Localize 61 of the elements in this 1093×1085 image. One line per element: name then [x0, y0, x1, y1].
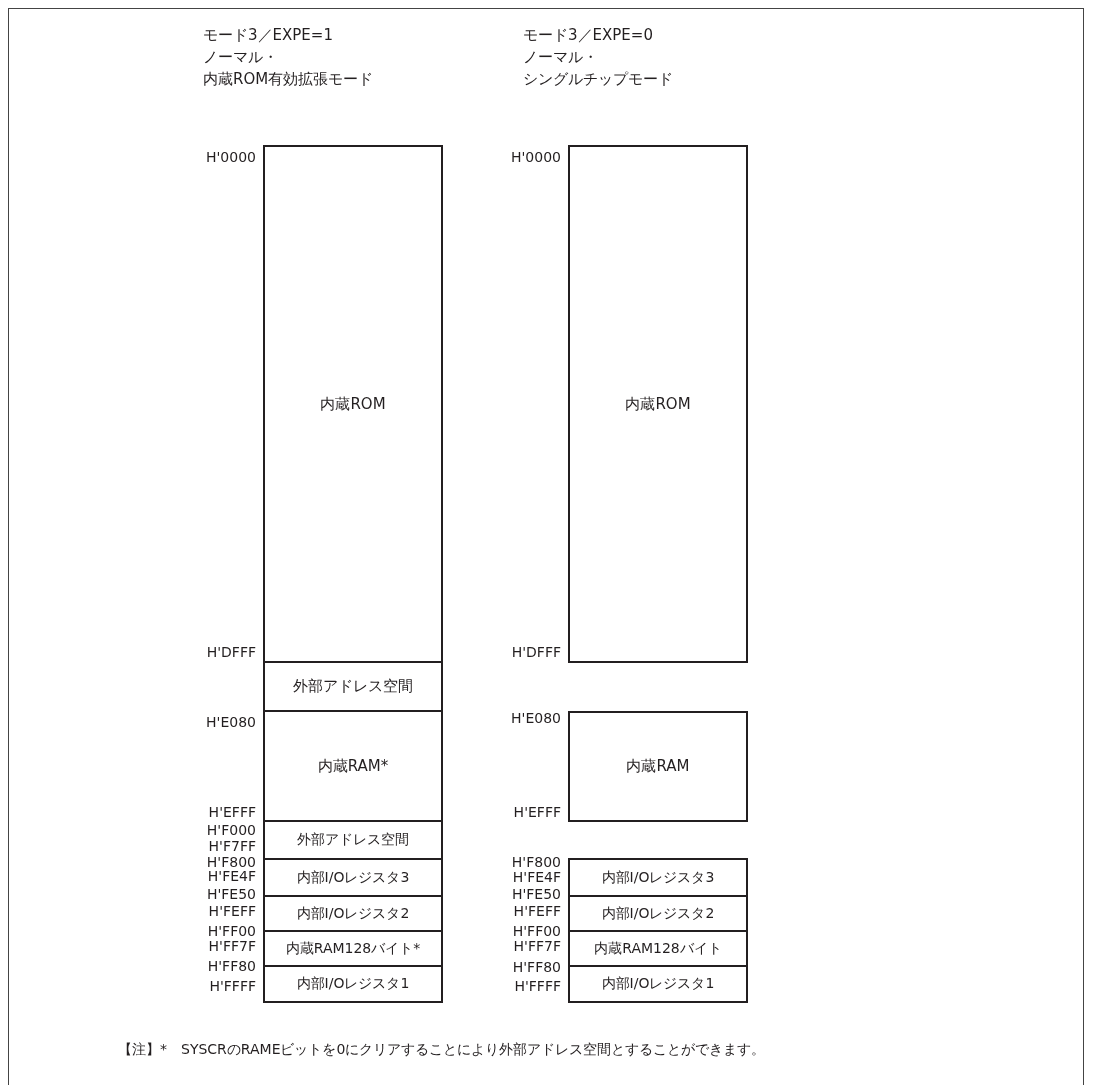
- memory-region-box: [263, 710, 443, 822]
- address-label: H'EFFF: [513, 804, 561, 820]
- memory-region-box: [263, 858, 443, 897]
- address-label: H'EFFF: [208, 804, 256, 820]
- region-label: 内蔵RAM128バイト: [594, 939, 722, 958]
- address-label: H'E080: [206, 714, 256, 730]
- address-label: H'FFFF: [514, 978, 561, 994]
- region-label: 内部I/Oレジスタ1: [296, 975, 410, 993]
- address-label: H'F800: [206, 854, 256, 870]
- address-label: H'FEFF: [208, 903, 256, 919]
- footnote: 【注】* SYSCRのRAMEビットを0にクリアすることにより外部アドレス空間とすることができます。: [118, 1041, 766, 1059]
- region-label: 外部アドレス空間: [293, 677, 413, 696]
- address-label: H'FE50: [206, 886, 256, 902]
- address-label: H'FEFF: [513, 903, 561, 919]
- region-label: 内部I/Oレジスタ3: [601, 868, 715, 887]
- region-label: 内部I/Oレジスタ2: [601, 904, 715, 923]
- memory-region-box: [568, 965, 748, 1003]
- memory-region-box: [263, 661, 443, 712]
- region-label: 内蔵ROM: [625, 394, 691, 414]
- memory-region-box: [568, 895, 748, 932]
- address-label: H'F7FF: [208, 838, 256, 854]
- region-label: 内蔵RAM128バイト*: [285, 939, 421, 958]
- mode-heading: シングルチップモード: [523, 71, 673, 87]
- memory-region-box: [263, 965, 443, 1003]
- memory-region-box: [568, 711, 748, 822]
- memory-region-box: [263, 895, 443, 932]
- address-label: H'FF00: [207, 923, 256, 939]
- memory-region-box: [568, 145, 748, 663]
- memory-region-box: [263, 930, 443, 967]
- mode-heading: ノーマル・: [203, 49, 278, 65]
- address-label: H'FE4F: [207, 868, 256, 884]
- address-label: H'FF80: [207, 958, 256, 974]
- region-label: 内部I/Oレジスタ3: [296, 868, 410, 887]
- mode-heading: 内蔵ROM有効拡張モード: [203, 71, 374, 87]
- mode-heading: モード3／EXPE=1: [203, 27, 333, 43]
- address-label: H'0000: [206, 149, 256, 165]
- address-label: H'FE50: [511, 886, 561, 902]
- address-label: H'F000: [206, 822, 256, 838]
- region-label: 内蔵RAM: [626, 757, 690, 776]
- address-label: H'FFFF: [209, 978, 256, 994]
- address-label: H'FF00: [512, 923, 561, 939]
- address-label: H'FE4F: [512, 869, 561, 885]
- region-label: 外部アドレス空間: [297, 831, 409, 849]
- address-label: H'DFFF: [511, 644, 561, 660]
- region-label: 内部I/Oレジスタ1: [601, 975, 715, 993]
- address-label: H'F800: [511, 854, 561, 870]
- region-label: 内蔵ROM: [320, 394, 386, 414]
- mode-heading: モード3／EXPE=0: [523, 27, 653, 43]
- address-label: H'FF7F: [513, 938, 561, 954]
- address-label: H'0000: [511, 149, 561, 165]
- address-label: H'E080: [511, 710, 561, 726]
- address-label: H'FF80: [512, 959, 561, 975]
- memory-region-box: [263, 145, 443, 663]
- memory-region-box: [568, 858, 748, 897]
- region-label: 内蔵RAM*: [317, 756, 389, 776]
- address-label: H'FF7F: [208, 938, 256, 954]
- address-label: H'DFFF: [206, 644, 256, 660]
- memory-region-box: [568, 930, 748, 967]
- memory-region-box: [263, 820, 443, 860]
- mode-heading: ノーマル・: [523, 49, 598, 65]
- region-label: 内部I/Oレジスタ2: [296, 904, 410, 923]
